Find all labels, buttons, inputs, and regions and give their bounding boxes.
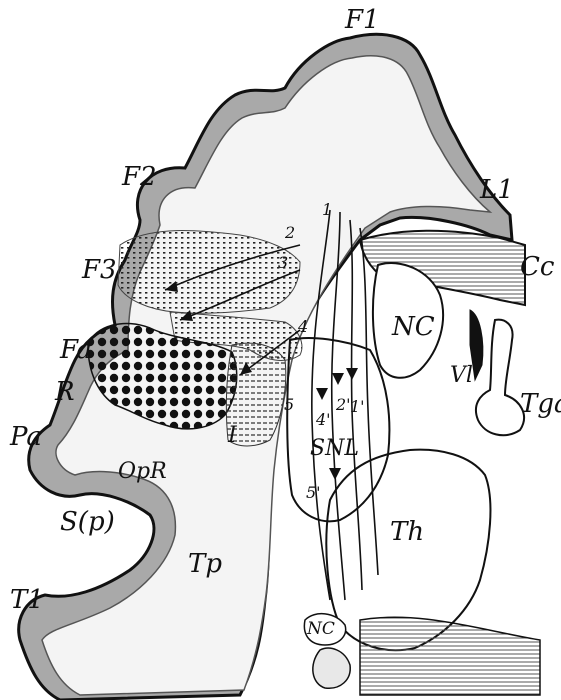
label-vl: Vl <box>450 363 473 388</box>
pathway-number-2prime: 2' <box>335 395 351 414</box>
label-f1: F1 <box>344 5 380 35</box>
pathway-number-1: 1 <box>322 200 332 219</box>
label-nc: NC <box>391 312 435 342</box>
label-f2: F2 <box>121 162 157 192</box>
label-nc-small: NC <box>306 619 335 639</box>
pathway-number-2: 2 <box>284 223 295 242</box>
pathway-number-3: 3 <box>278 253 288 272</box>
tga-structure <box>476 320 524 436</box>
label-tp: Tp <box>188 549 222 579</box>
label-t1: T1 <box>10 585 44 615</box>
label-fa: Fa <box>59 335 92 365</box>
label-f3: F3 <box>81 255 117 285</box>
pathway-number-4prime: 4' <box>315 410 331 429</box>
label-r: R <box>54 377 75 407</box>
label-sp: S(p) <box>60 507 115 537</box>
label-snl: SNL <box>310 436 359 461</box>
label-opr: OpR <box>118 459 167 484</box>
label-i: I <box>227 423 238 448</box>
label-th: Th <box>390 517 424 547</box>
label-l1: L1 <box>479 175 514 205</box>
mammillary-structure <box>313 648 350 688</box>
pathway-number-5: 5 <box>284 395 294 414</box>
label-cc: Cc <box>520 252 555 282</box>
label-tga: Tga <box>520 389 561 419</box>
label-pa: Pa <box>9 422 42 452</box>
pathway-number-1prime: 1' <box>350 397 365 416</box>
hippocampal-stripes <box>360 617 540 695</box>
pathway-number-5prime: 5' <box>306 483 321 502</box>
pathway-number-4: 4 <box>297 317 308 336</box>
